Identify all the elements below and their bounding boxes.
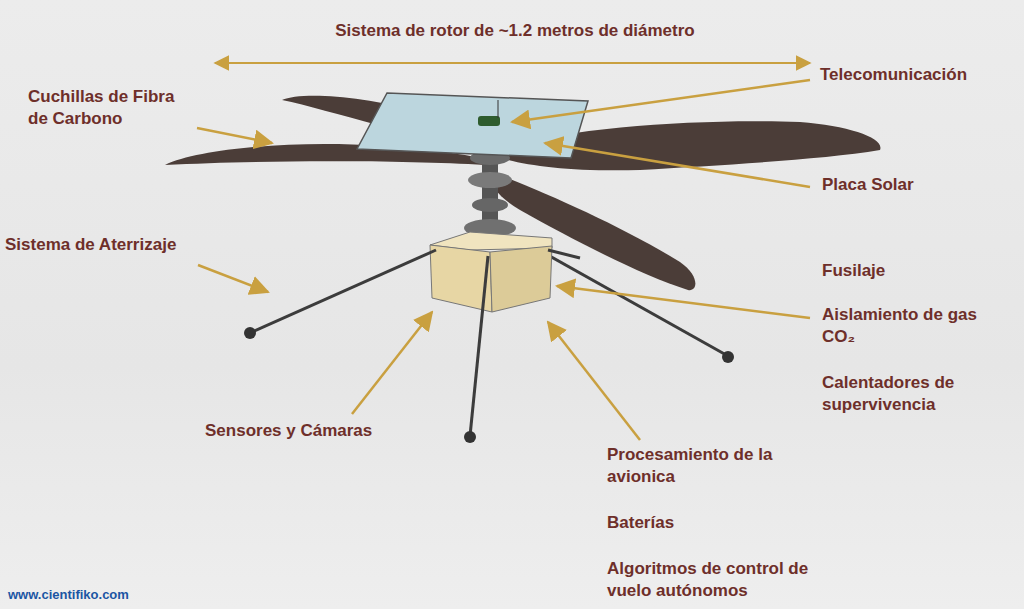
leader-line [198,265,268,292]
foot [244,327,256,339]
leg [548,250,580,258]
leader-line [197,128,272,143]
watermark: www.cientifiko.com [8,584,188,606]
part-label: Procesamiento de la avionica [607,444,812,488]
leader-line [548,322,640,440]
part-label: Placa Solar [822,174,1012,196]
part-label: Telecomunicación [820,64,1015,86]
part-label: Calentadores de supervivencia [822,372,1012,416]
hub [468,172,512,188]
dimension-label: Sistema de rotor de ~1.2 metros de diáme… [280,20,750,42]
telecom-antenna [478,116,500,126]
solar-panel [357,93,588,158]
leader-line [557,286,810,318]
part-label: Baterías [607,512,807,534]
dimension-line [215,62,810,64]
hub [472,198,508,212]
part-label: Fusilaje [822,260,1012,282]
leg [470,256,488,436]
leg [250,250,436,333]
foot [722,351,734,363]
leader-line [545,143,810,187]
leader-line [512,80,810,122]
part-label: Aislamiento de gas CO₂ [822,304,1002,348]
part-label: Cuchillas de Fibra de Carbono [28,86,193,130]
part-label: Algoritmos de control de vuelo autónomos [607,558,822,602]
foot [464,431,476,443]
part-label: Sistema de Aterrizaje [5,234,205,256]
part-label: Sensores y Cámaras [205,420,405,442]
leader-line [352,312,432,414]
fuselage-side [490,246,552,312]
antenna [498,100,499,118]
